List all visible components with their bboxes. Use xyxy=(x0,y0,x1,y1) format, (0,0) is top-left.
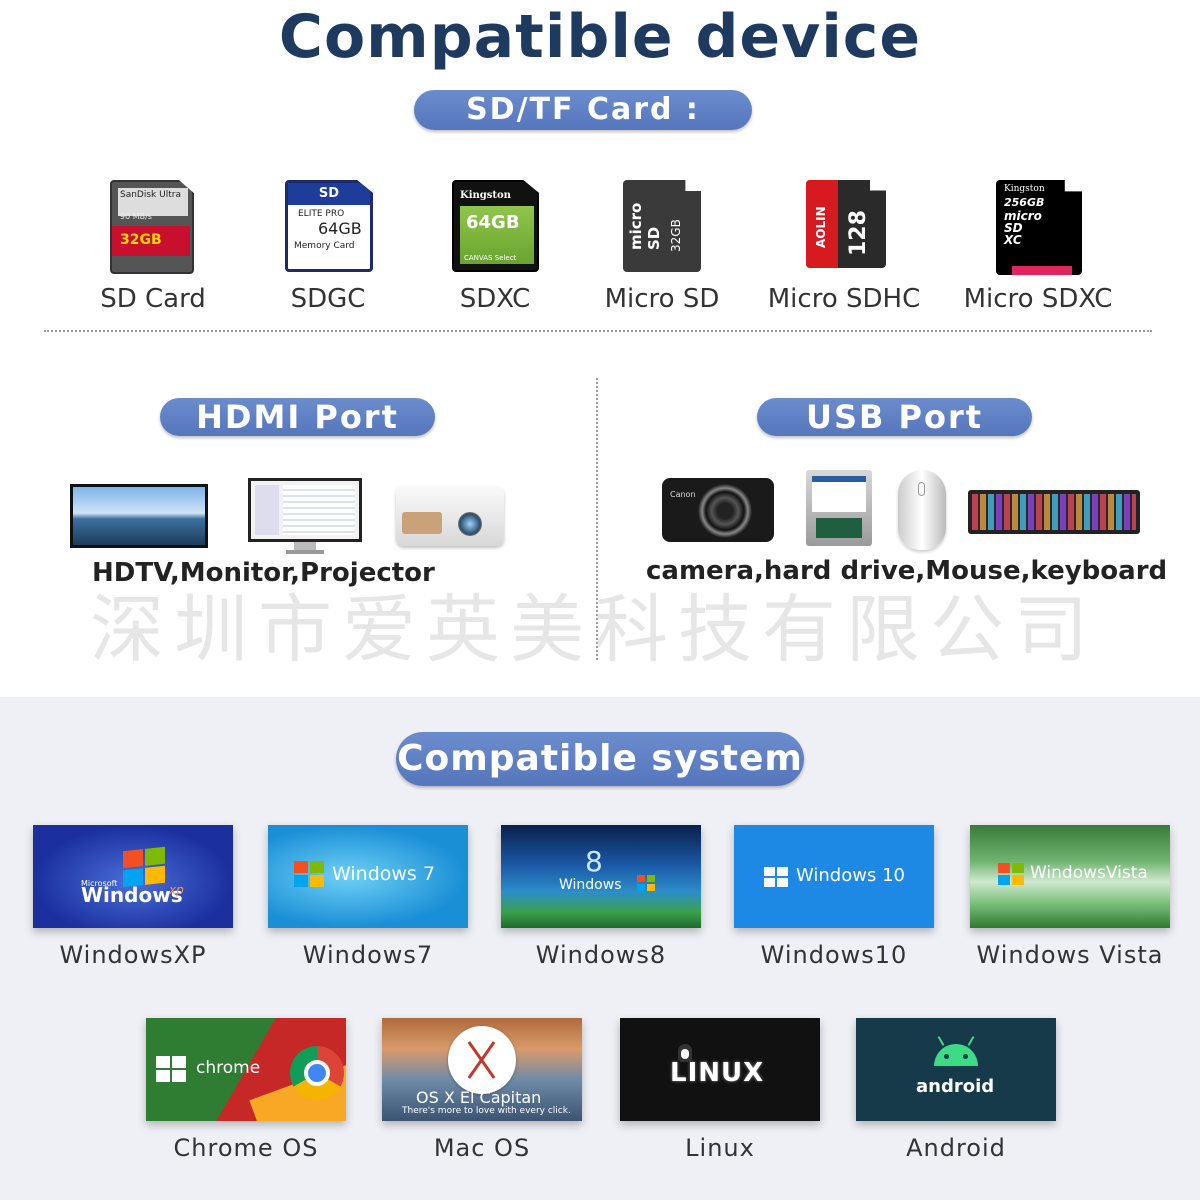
camera-image: Canon xyxy=(662,478,774,542)
chrome-logo-icon xyxy=(290,1046,344,1100)
windows-7-tile: Windows 7 xyxy=(268,825,468,928)
windows-vista-tile: WindowsVista xyxy=(970,825,1170,928)
micro-sd-capacity: 32GB xyxy=(669,219,683,252)
section-divider-vertical xyxy=(596,378,598,660)
sdgc-line3: Memory Card xyxy=(294,241,355,251)
card-label-micro-sdxc: Micro SDXC xyxy=(963,284,1113,314)
os-label-windows-vista: Windows Vista xyxy=(976,941,1164,969)
micro-sd-card-image: micro SD 32GB xyxy=(623,180,701,272)
micro-sdxc-card-image: Kingston 256GB micro SD XC xyxy=(996,180,1082,275)
win8-tile-text: Windows xyxy=(559,877,622,893)
sdgc-line: ELITE PRO xyxy=(298,209,345,219)
windows-flag-icon xyxy=(637,875,655,891)
hard-drive-image xyxy=(806,470,872,546)
android-tile: android xyxy=(856,1018,1056,1121)
xp-tile-small-text: Microsoft xyxy=(81,879,118,888)
page-title: Compatible device xyxy=(278,2,922,72)
sdgc-card-image: SD ELITE PRO 64GB Memory Card xyxy=(285,180,373,272)
macos-tile-text: OS X El Capitan xyxy=(416,1088,542,1107)
xp-tile-text: Windows xyxy=(81,883,183,907)
sd-card-capacity: 32GB xyxy=(112,226,190,256)
watermark-text: 深圳市爱英美科技有限公司 xyxy=(90,587,1098,673)
windows-8-tile: 8 Windows xyxy=(501,825,701,928)
mouse-image xyxy=(898,470,946,550)
win10-tile-text: Windows 10 xyxy=(796,865,905,886)
mac-os-tile: OS X El Capitan There's more to love wit… xyxy=(382,1018,582,1121)
os-label-android: Android xyxy=(906,1134,1006,1162)
usb-devices-label: camera,hard drive,Mouse,keyboard xyxy=(646,556,1168,586)
sdxc-line3: CANVAS Select xyxy=(464,254,517,262)
hdmi-port-pill: HDMI Port xyxy=(160,398,435,436)
sdgc-capacity: 64GB xyxy=(318,219,362,238)
sdxc-capacity: 64GB xyxy=(460,206,534,264)
card-label-micro-sd: Micro SD xyxy=(604,284,720,314)
windows-flag-icon xyxy=(123,846,165,888)
os-label-chrome-os: Chrome OS xyxy=(173,1134,319,1162)
micro-sdhc-brand: AOLIN xyxy=(814,206,828,248)
os-label-linux: Linux xyxy=(685,1134,755,1162)
micro-sdhc-capacity: 128 xyxy=(846,210,871,256)
sd-card-brand: SanDisk Ultra xyxy=(118,188,188,216)
os-label-windows-xp: WindowsXP xyxy=(59,941,207,969)
sd-card-image: SanDisk Ultra 90 MB/s 32GB xyxy=(110,180,194,274)
vista-tile-text: WindowsVista xyxy=(1030,863,1148,883)
micro-sdhc-card-image: AOLIN 128 xyxy=(806,180,886,268)
card-label-sdxc: SDXC xyxy=(459,284,531,314)
keyboard-image xyxy=(968,490,1140,534)
usb-port-pill: USB Port xyxy=(757,398,1032,436)
card-label-sdgc: SDGC xyxy=(290,284,366,314)
macos-tile-subtext: There's more to love with every click. xyxy=(402,1106,571,1116)
win7-tile-text: Windows 7 xyxy=(332,863,435,885)
sd-card-speed: 90 MB/s xyxy=(120,212,152,221)
projector-image xyxy=(396,486,504,546)
sdxc-card-image: Kingston 64GB CANVAS Select xyxy=(452,180,539,272)
windows-logo-icon xyxy=(156,1056,186,1082)
android-robot-icon xyxy=(934,1036,978,1066)
micro-sdxc-brand: Kingston xyxy=(1004,184,1045,194)
micro-sd-brand: micro SD xyxy=(627,202,663,250)
sdtf-card-pill: SD/TF Card : xyxy=(414,90,752,130)
win8-tile-number: 8 xyxy=(585,845,603,878)
chrome-tile-text: chrome xyxy=(196,1058,261,1078)
hdmi-devices-label: HDTV,Monitor,Projector xyxy=(92,558,435,588)
card-label-sd: SD Card xyxy=(100,284,206,314)
windows-flag-icon xyxy=(294,861,324,887)
micro-sdxc-line3: micro SD XC xyxy=(1004,209,1042,247)
linux-tile-text: LINUX xyxy=(670,1058,765,1088)
monitor-image xyxy=(248,478,362,554)
camera-brand: Canon xyxy=(670,490,696,499)
card-label-micro-sdhc: Micro SDHC xyxy=(767,284,921,314)
xp-tile-sup: xp xyxy=(169,883,184,897)
tux-penguin-icon xyxy=(678,1044,692,1062)
windows-10-tile: Windows 10 xyxy=(734,825,934,928)
windows-xp-tile: Microsoft Windows xp xyxy=(33,825,233,928)
section-divider-horizontal xyxy=(44,330,1152,332)
android-tile-text: android xyxy=(916,1076,995,1097)
os-label-windows-7: Windows7 xyxy=(302,941,434,969)
os-label-windows-10: Windows10 xyxy=(760,941,908,969)
micro-sdxc-capacity: 256GB xyxy=(1004,196,1045,209)
windows-flag-icon xyxy=(998,863,1024,885)
osx-x-logo-icon xyxy=(448,1026,516,1094)
os-label-windows-8: Windows8 xyxy=(535,941,667,969)
chrome-os-tile: chrome xyxy=(146,1018,346,1121)
sdxc-brand: Kingston xyxy=(460,190,511,201)
tv-image xyxy=(70,484,208,548)
windows-logo-icon xyxy=(764,867,788,887)
linux-tile: LINUX xyxy=(620,1018,820,1121)
sdgc-brand: SD xyxy=(288,183,370,205)
os-label-mac-os: Mac OS xyxy=(433,1134,531,1162)
compatible-system-pill: Compatible system xyxy=(396,732,804,786)
